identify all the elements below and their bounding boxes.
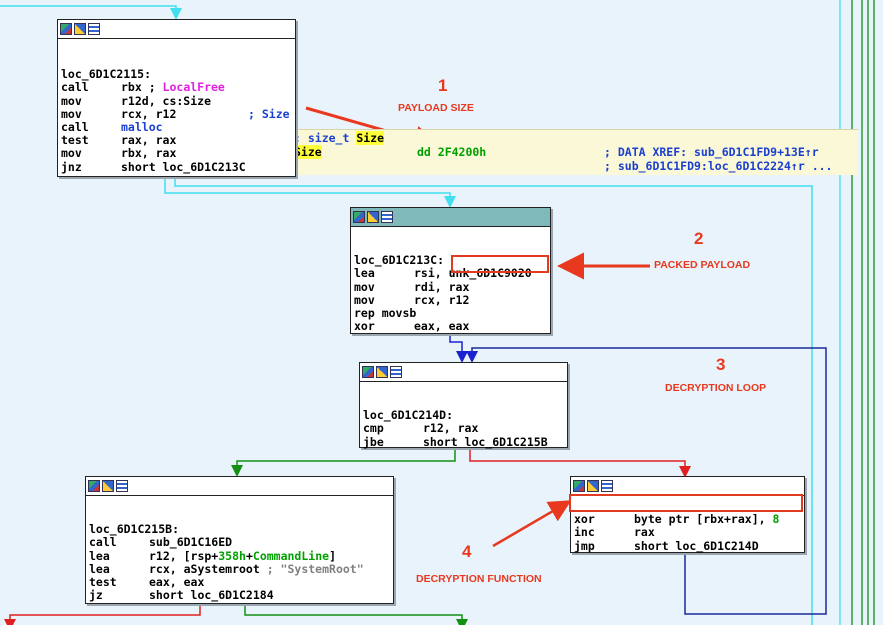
block-header <box>571 477 804 496</box>
annotation-number-2: 2 <box>694 229 704 248</box>
packed-payload-highlight <box>451 255 549 273</box>
instruction-row[interactable]: rep movsb <box>354 306 417 321</box>
list-icon[interactable] <box>390 366 402 378</box>
list-icon[interactable] <box>116 480 128 492</box>
block-header <box>351 208 550 227</box>
annotation-decryption-loop: DECRYPTION LOOP <box>665 382 767 394</box>
annotation-number-1: 1 <box>438 76 448 95</box>
xor-instruction-highlight <box>569 494 803 512</box>
annotation-arrow-4 <box>492 500 572 548</box>
data-comment-size: Size <box>356 131 385 145</box>
data-xref-1[interactable]: ; DATA XREF: sub_6D1C1FD9+13E↑r <box>604 145 819 159</box>
block-label[interactable]: loc_6D1C2115: <box>61 67 152 82</box>
edit-icon[interactable] <box>102 480 114 492</box>
graph-icon[interactable] <box>60 23 72 35</box>
list-icon[interactable] <box>601 480 613 492</box>
graph-icon[interactable] <box>362 366 374 378</box>
annotation-number-4: 4 <box>462 542 472 561</box>
annotation-payload-size: PAYLOAD SIZE <box>398 102 474 114</box>
graph-icon[interactable] <box>573 480 585 492</box>
block-header <box>58 20 295 39</box>
edit-icon[interactable] <box>376 366 388 378</box>
data-name-size[interactable]: Size <box>294 145 322 159</box>
edit-icon[interactable] <box>367 211 379 223</box>
packed-payload-ref[interactable]: unk_6D1C9020 <box>448 266 532 281</box>
block-label[interactable]: loc_6D1C214D: <box>363 408 454 423</box>
graph-icon[interactable] <box>88 480 100 492</box>
block-header <box>86 477 393 496</box>
block-label[interactable]: loc_6D1C215B: <box>89 522 180 537</box>
data-comment: ; size_t <box>294 131 357 145</box>
data-xref-2[interactable]: ; sub_6D1C1FD9:loc_6D1C2224↑r ... <box>604 159 833 173</box>
data-value: dd 2F4200h <box>417 145 487 159</box>
list-icon[interactable] <box>88 23 100 35</box>
edit-icon[interactable] <box>74 23 86 35</box>
graph-icon[interactable] <box>353 211 365 223</box>
data-definition-size[interactable]: ; size_t Size Size dd 2F4200h ; DATA XRE… <box>292 129 858 175</box>
block-header <box>360 363 567 382</box>
annotation-packed-payload: PACKED PAYLOAD <box>654 259 751 271</box>
edge-top-in <box>0 5 182 20</box>
annotation-number-3: 3 <box>716 355 726 374</box>
block-label[interactable]: loc_6D1C213C: <box>354 253 445 268</box>
edit-icon[interactable] <box>587 480 599 492</box>
annotation-decryption-function: DECRYPTION FUNCTION <box>416 573 542 585</box>
list-icon[interactable] <box>381 211 393 223</box>
